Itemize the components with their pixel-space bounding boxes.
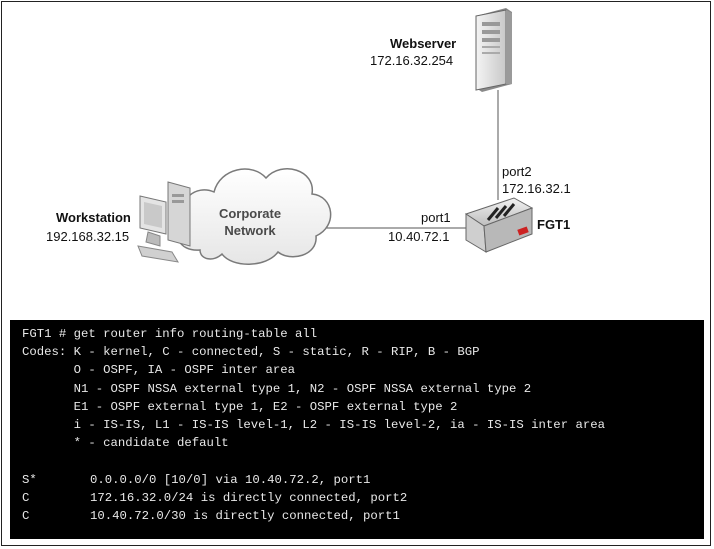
port2-name: port2 bbox=[502, 164, 532, 179]
route-text: 172.16.32.0/24 is directly connected, po… bbox=[90, 490, 408, 505]
webserver-name: Webserver bbox=[390, 36, 457, 51]
codes-line: N1 - OSPF NSSA external type 1, N2 - OSP… bbox=[22, 381, 532, 396]
route-text: 10.40.72.0/30 is directly connected, por… bbox=[90, 508, 400, 523]
port2-ip: 172.16.32.1 bbox=[502, 181, 571, 196]
cloud-label-line2: Network bbox=[224, 223, 276, 238]
route-entry: C 10.40.72.0/30 is directly connected, po… bbox=[22, 507, 704, 525]
route-entry: C 172.16.32.0/24 is directly connected, p… bbox=[22, 489, 704, 507]
workstation-icon bbox=[137, 181, 191, 263]
webserver-icon bbox=[475, 8, 512, 92]
route-code: S* bbox=[22, 472, 37, 487]
codes-line: E1 - OSPF external type 1, E2 - OSPF ext… bbox=[22, 399, 458, 414]
workstation-ip: 192.168.32.15 bbox=[46, 229, 130, 244]
cloud-label-line1: Corporate bbox=[218, 206, 282, 221]
terminal-command: FGT1 # get router info routing-table all bbox=[22, 327, 318, 341]
codes-line: * - candidate default bbox=[22, 436, 229, 451]
firewall-icon bbox=[464, 197, 534, 253]
port1-ip: 10.40.72.1 bbox=[388, 229, 450, 244]
blank-line bbox=[22, 452, 704, 470]
port1-name: port1 bbox=[421, 210, 451, 225]
codes-line: Codes: K - kernel, C - connected, S - st… bbox=[22, 345, 480, 360]
route-entry: S* 0.0.0.0/0 [10/0] via 10.40.72.2, port1 bbox=[22, 471, 704, 489]
route-code: C bbox=[22, 490, 30, 505]
webserver-ip: 172.16.32.254 bbox=[370, 53, 454, 68]
codes-line: i - IS-IS, L1 - IS-IS level-1, L2 - IS-I… bbox=[22, 417, 605, 432]
route-text: 0.0.0.0/0 [10/0] via 10.40.72.2, port1 bbox=[90, 472, 371, 487]
route-code: C bbox=[22, 508, 30, 523]
routing-table-terminal: FGT1 # get router info routing-table all… bbox=[10, 320, 704, 539]
fgt1-name: FGT1 bbox=[537, 217, 571, 232]
workstation-name: Workstation bbox=[56, 210, 131, 225]
codes-line: O - OSPF, IA - OSPF inter area bbox=[22, 363, 296, 378]
network-diagram bbox=[137, 8, 534, 265]
cloud-label: Corporate Network bbox=[212, 205, 288, 239]
